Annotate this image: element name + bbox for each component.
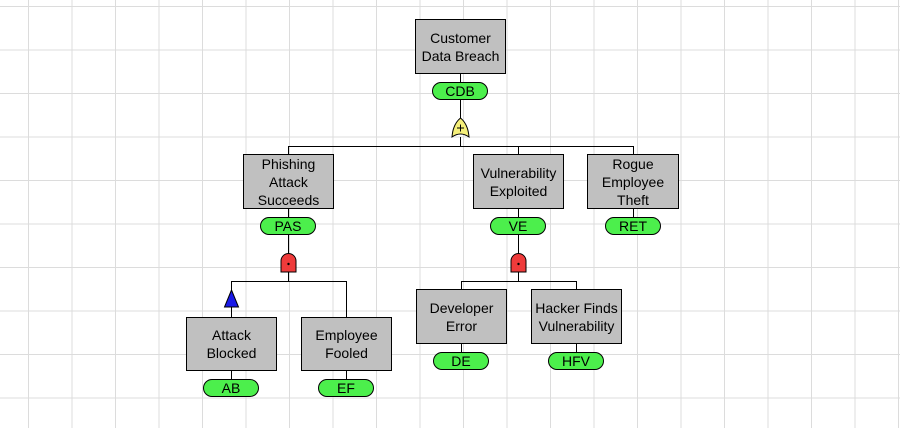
event-employee-fooled[interactable]: Employee Fooled	[301, 317, 392, 371]
event-tag-ret[interactable]: RET	[605, 217, 661, 235]
event-tag-de[interactable]: DE	[433, 352, 489, 370]
event-hacker-finds-vulnerability[interactable]: Hacker Finds Vulnerability	[531, 289, 622, 344]
event-tag-ve[interactable]: VE	[490, 217, 546, 235]
event-rogue-employee-theft[interactable]: Rogue Employee Theft	[587, 154, 679, 209]
and-gate-icon	[280, 253, 297, 273]
event-attack-blocked[interactable]: Attack Blocked	[186, 317, 277, 371]
transfer-triangle-icon	[223, 288, 240, 308]
event-tag-cdb[interactable]: CDB	[432, 82, 488, 100]
event-tag-ab[interactable]: AB	[203, 379, 259, 397]
event-customer-data-breach[interactable]: Customer Data Breach	[415, 19, 506, 74]
event-tag-pas[interactable]: PAS	[260, 217, 316, 235]
or-gate-icon	[451, 117, 470, 139]
event-phishing-attack-succeeds[interactable]: Phishing Attack Succeeds	[243, 154, 334, 209]
event-vulnerability-exploited[interactable]: Vulnerability Exploited	[473, 154, 564, 209]
event-developer-error[interactable]: Developer Error	[416, 289, 507, 344]
event-tag-hfv[interactable]: HFV	[548, 352, 604, 370]
event-tag-ef[interactable]: EF	[318, 379, 374, 397]
and-gate-icon	[510, 253, 527, 273]
